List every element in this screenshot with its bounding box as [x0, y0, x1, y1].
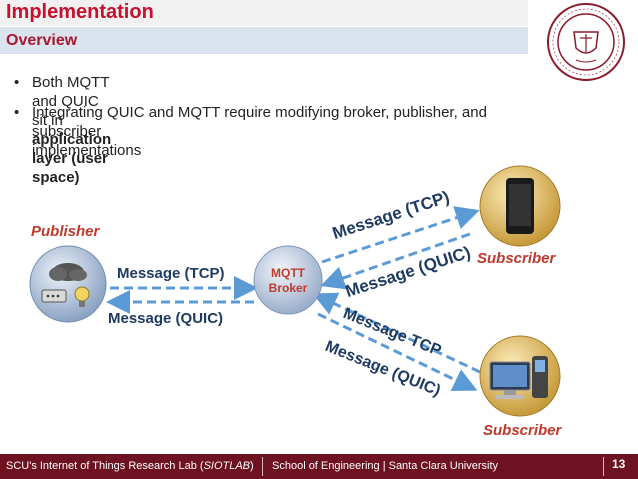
- arrow-top-tcp: [321, 206, 480, 264]
- cloud-devices-icon: [29, 245, 107, 323]
- slide-subtitle: Overview: [6, 32, 78, 49]
- footer-bar: [0, 454, 638, 479]
- smartphone-icon: [479, 165, 561, 247]
- subscriber-top-label: Subscriber: [477, 250, 556, 267]
- computer-phone-icon: [479, 335, 561, 417]
- title-bar: [0, 0, 528, 26]
- footer-divider: [262, 457, 263, 476]
- msg-publisher-quic: Message (QUIC): [108, 310, 224, 327]
- university-seal-icon: [547, 3, 625, 81]
- arrow-top-quic: [320, 232, 471, 290]
- broker-label-line1: MQTT: [271, 266, 305, 280]
- footer-school: School of Engineering | Santa Clara Univ…: [272, 460, 499, 472]
- bullet-dot: •: [14, 104, 20, 121]
- bullet-2-line1: Integrating QUIC and MQTT require modify…: [32, 104, 487, 121]
- footer-divider: [603, 457, 604, 476]
- arrow-bot-tcp: [317, 312, 478, 392]
- subscriber-bottom-label: Subscriber: [483, 422, 562, 439]
- msg-publisher-tcp: Message (TCP): [117, 265, 225, 282]
- page-number: 13: [612, 457, 626, 471]
- bullet-1-bold: application layer (user space): [32, 131, 112, 186]
- footer-lab: SCU's Internet of Things Research Lab (S…: [6, 460, 254, 472]
- bullet-1-text: Both MQTT and QUIC sit in: [32, 74, 110, 129]
- bullet-dot: •: [14, 74, 20, 91]
- broker-label-line2: Broker: [268, 281, 308, 295]
- arrow-bot-quic: [312, 292, 481, 374]
- diagram-arrows: [106, 206, 481, 392]
- broker-label: MQTT Broker: [252, 266, 324, 296]
- subtitle-bar: [0, 27, 528, 54]
- bullet-2-line2: subscriber implementations: [32, 123, 142, 159]
- broker-node: [253, 245, 323, 315]
- slide-title: Implementation: [6, 1, 154, 23]
- publisher-label: Publisher: [31, 223, 100, 240]
